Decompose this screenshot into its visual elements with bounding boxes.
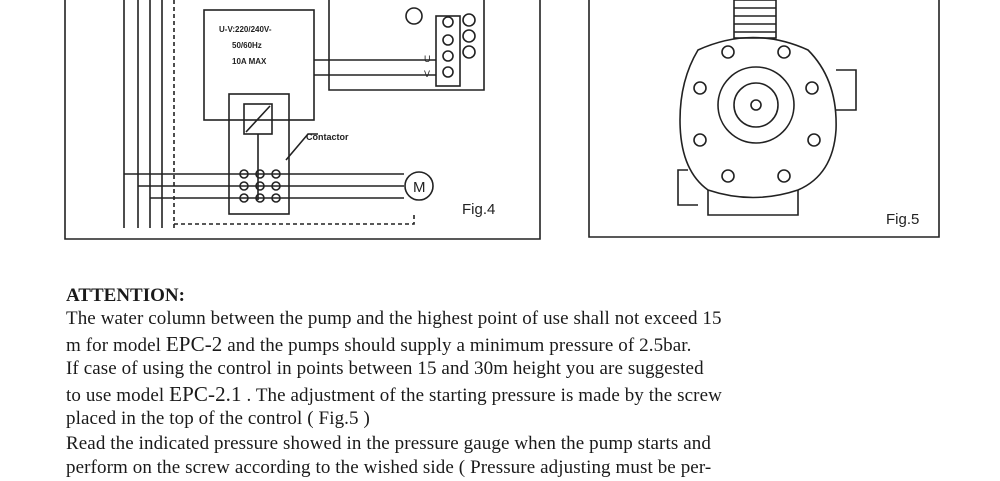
contactor: [228, 93, 290, 215]
contactor-label: Contactor: [306, 132, 349, 142]
attention-heading: ATTENTION:: [66, 285, 185, 306]
attention-text-line: m for model EPC-2 and the pumps should s…: [66, 332, 946, 358]
text-fragment: . The adjustment of the starting pressur…: [241, 385, 722, 406]
motor-label: M: [413, 179, 426, 196]
terminal-v-label: V: [424, 69, 430, 79]
figure-4-frame: [64, 0, 541, 240]
text-fragment: and the pumps should supply a minimum pr…: [222, 335, 692, 356]
attention-text-line: placed in the top of the control ( Fig.5…: [66, 408, 370, 429]
pressure-switch-body: [679, 36, 837, 199]
text-fragment: to use model: [66, 385, 170, 406]
model-name: EPC-2: [165, 332, 223, 356]
figure-5-caption: Fig.5: [886, 211, 919, 228]
supply-voltage-label: U-V:220/240V-: [219, 25, 272, 34]
figure-5-frame: [588, 0, 940, 238]
supply-frequency-label: 50/60Hz: [232, 41, 262, 50]
text-fragment: m for model: [66, 335, 166, 356]
attention-text-line: perform on the screw according to the wi…: [66, 457, 712, 478]
adjusting-screw: [750, 99, 762, 111]
model-name: EPC-2.1: [169, 382, 242, 406]
attention-text-line: If case of using the control in points b…: [66, 358, 704, 379]
figure-4-wiring-diagram: U-V:220/240V- 50/60Hz 10A MAX Contactor …: [64, 0, 541, 240]
terminal-u-label: U: [424, 54, 431, 64]
attention-text-line: to use model EPC-2.1 . The adjustment of…: [66, 382, 946, 408]
power-supply-box: [203, 9, 315, 121]
control-box: [328, 0, 485, 91]
motor-symbol: [404, 171, 434, 201]
attention-text-line: Read the indicated pressure showed in th…: [66, 433, 711, 454]
figure-4-caption: Fig.4: [462, 201, 495, 218]
figure-5-pressure-control: Fig.5: [588, 0, 940, 238]
supply-current-label: 10A MAX: [232, 57, 267, 66]
attention-text-line: The water column between the pump and th…: [66, 308, 722, 329]
